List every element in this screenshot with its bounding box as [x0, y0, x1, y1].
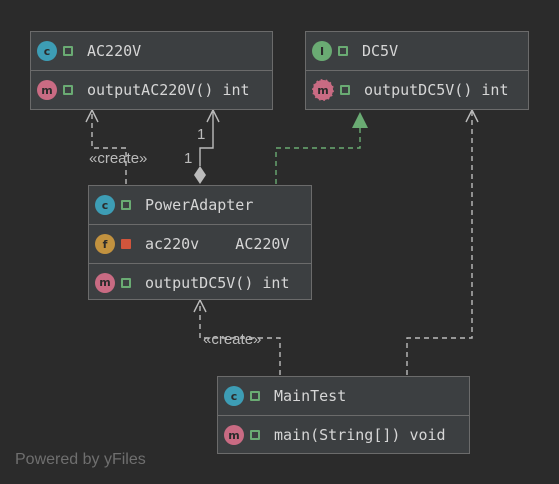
interface-node-dc5v[interactable]: I DC5V m outputDC5V() int [305, 31, 529, 110]
edge-poweradapter-implements-dc5v [275, 112, 368, 184]
method-row[interactable]: m outputDC5V() int [306, 71, 528, 109]
class-node-poweradapter[interactable]: c PowerAdapter f ac220v AC220V m outputD… [88, 185, 312, 300]
class-header: c AC220V [31, 32, 272, 71]
class-badge-icon: c [95, 195, 115, 215]
public-lock-icon [121, 277, 131, 288]
public-lock-icon [63, 85, 73, 95]
multiplicity-label: 1 [184, 150, 193, 167]
method-signature: main(String[]) void [274, 426, 446, 444]
field-declaration: ac220v AC220V [145, 235, 290, 253]
public-lock-icon [250, 430, 260, 440]
class-node-maintest[interactable]: c MainTest m main(String[]) void [217, 376, 470, 454]
public-lock-icon [121, 200, 131, 210]
field-row[interactable]: f ac220v AC220V [89, 225, 311, 263]
method-row[interactable]: m outputAC220V() int [31, 71, 272, 109]
method-signature: outputDC5V() int [145, 273, 290, 292]
method-signature: outputAC220V() int [87, 81, 250, 99]
method-signature: outputDC5V() int [364, 81, 509, 99]
create-stereotype-label: «create» [89, 150, 148, 167]
private-lock-icon [121, 239, 131, 249]
class-name: AC220V [87, 42, 142, 60]
class-header: c MainTest [218, 377, 469, 416]
edge-maintest-creates-poweradapter [193, 298, 281, 375]
runnable-class-badge-icon: c [224, 386, 244, 406]
interface-header: I DC5V [306, 32, 528, 71]
class-node-ac220v[interactable]: c AC220V m outputAC220V() int [30, 31, 273, 110]
interface-name: DC5V [362, 42, 399, 60]
field-badge-icon: f [95, 234, 115, 254]
class-name: MainTest [274, 387, 347, 405]
create-stereotype-label: «create» [203, 331, 262, 348]
public-lock-icon [63, 46, 73, 56]
public-lock-icon [250, 391, 260, 401]
interface-badge-icon: I [312, 41, 332, 61]
multiplicity-label: 1 [197, 126, 206, 143]
edge-poweradapter-creates-ac220v [85, 108, 127, 184]
method-row[interactable]: m main(String[]) void [218, 416, 469, 454]
realization-arrow-icon [352, 112, 368, 128]
public-lock-icon [340, 85, 350, 95]
class-badge-icon: c [37, 41, 57, 61]
abstract-method-badge-icon: m [312, 79, 334, 101]
powered-by-watermark: Powered by yFiles [15, 451, 146, 468]
static-method-badge-icon: m [224, 425, 244, 445]
edge-poweradapter-composes-ac220v [194, 108, 220, 184]
method-badge-icon: m [37, 80, 57, 100]
class-name: PowerAdapter [145, 196, 254, 214]
method-badge-icon: m [95, 272, 115, 293]
edge-maintest-uses-dc5v [406, 108, 479, 375]
class-header: c PowerAdapter [89, 186, 311, 225]
public-lock-icon [338, 46, 348, 56]
composition-diamond-icon [194, 166, 206, 184]
method-row[interactable]: m outputDC5V() int [89, 263, 311, 301]
